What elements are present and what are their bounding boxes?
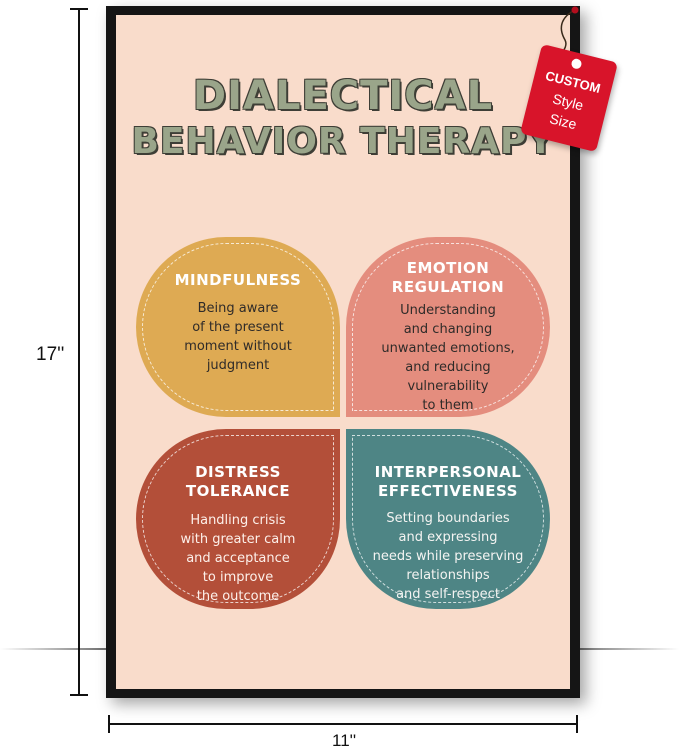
title-line-1: DIALECTICAL: [192, 73, 494, 119]
emotion-regulation-petal: EMOTION REGULATION Understanding and cha…: [346, 237, 550, 417]
width-label: 11'': [332, 731, 357, 750]
poster-frame: DIALECTICAL BEHAVIOR THERAPY MINDFULNESS…: [106, 6, 580, 698]
interpersonal-effectiveness-petal: INTERPERSONAL EFFECTIVENESS Setting boun…: [346, 429, 550, 609]
width-dimension-line: [108, 723, 578, 725]
height-dimension-line: [78, 8, 80, 696]
distress-tolerance-petal: DISTRESS TOLERANCE Handling crisis with …: [136, 429, 340, 609]
petal-dashed-border: [142, 243, 334, 411]
petal-heading: MINDFULNESS: [174, 271, 302, 289]
height-dimension-cap-top: [70, 8, 88, 10]
mindfulness-petal: MINDFULNESS Being aware of the present m…: [136, 237, 340, 417]
petal-text: Handling crisis with greater calm and ac…: [180, 513, 296, 604]
tag-pin-icon: [571, 6, 579, 14]
petal-heading: EMOTION REGULATION: [391, 259, 505, 296]
petal-dashed-border: [142, 435, 334, 603]
petal-dashed-border: [352, 435, 544, 603]
height-label: 17'': [36, 344, 65, 365]
petal-text: Setting boundaries and expressing needs …: [372, 511, 524, 602]
petal-heading: INTERPERSONAL EFFECTIVENESS: [374, 463, 522, 500]
width-dimension-cap-left: [108, 715, 110, 733]
petal-heading: DISTRESS TOLERANCE: [185, 463, 291, 500]
width-dimension-cap-right: [576, 715, 578, 733]
petal-text: Understanding and changing unwanted emot…: [381, 303, 515, 413]
tag-hole: [570, 57, 583, 70]
poster: DIALECTICAL BEHAVIOR THERAPY MINDFULNESS…: [116, 15, 570, 689]
title-line-2: BEHAVIOR THERAPY: [131, 121, 555, 162]
petal-text: Being aware of the present moment withou…: [184, 301, 292, 373]
height-dimension-cap-bottom: [70, 694, 88, 696]
petal-dashed-border: [352, 243, 544, 411]
